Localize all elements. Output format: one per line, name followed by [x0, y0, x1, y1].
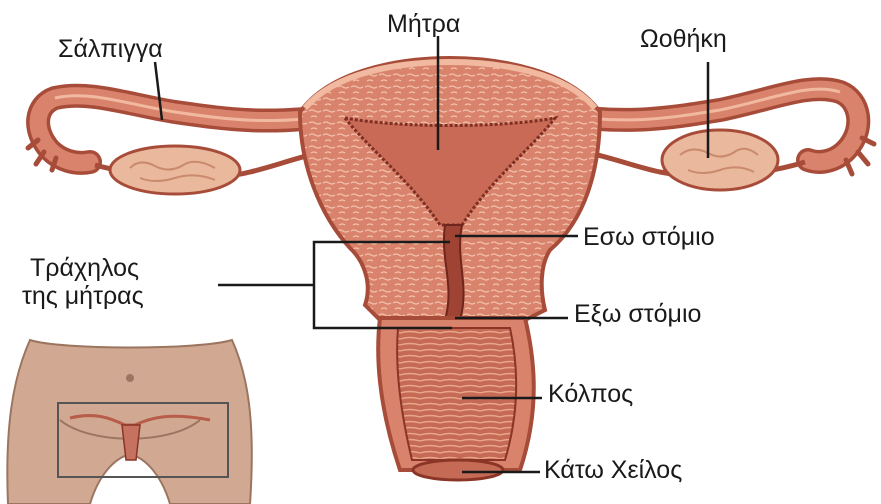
label-uterus: Μήτρα: [387, 10, 460, 38]
lower-lip: [413, 460, 503, 480]
cervical-canal: [444, 225, 464, 320]
label-lower-lip: Κάτω Χείλος: [544, 456, 682, 484]
label-external-os: Εξω στόμιο: [574, 300, 701, 328]
label-internal-os: Εσω στόμιο: [583, 223, 715, 251]
ovary-left: [110, 146, 240, 194]
body-silhouette-icon: [0, 332, 258, 504]
ovary-right: [662, 130, 778, 190]
label-vagina: Κόλπος: [548, 380, 633, 408]
label-fallopian-tube: Σάλπιγγα: [58, 35, 163, 63]
label-ovary: Ωοθήκη: [640, 25, 727, 53]
uterus-body: [300, 58, 600, 320]
label-cervix-line1: Τράχηλος: [30, 254, 139, 282]
label-cervix-line2: της μήτρας: [22, 282, 144, 310]
